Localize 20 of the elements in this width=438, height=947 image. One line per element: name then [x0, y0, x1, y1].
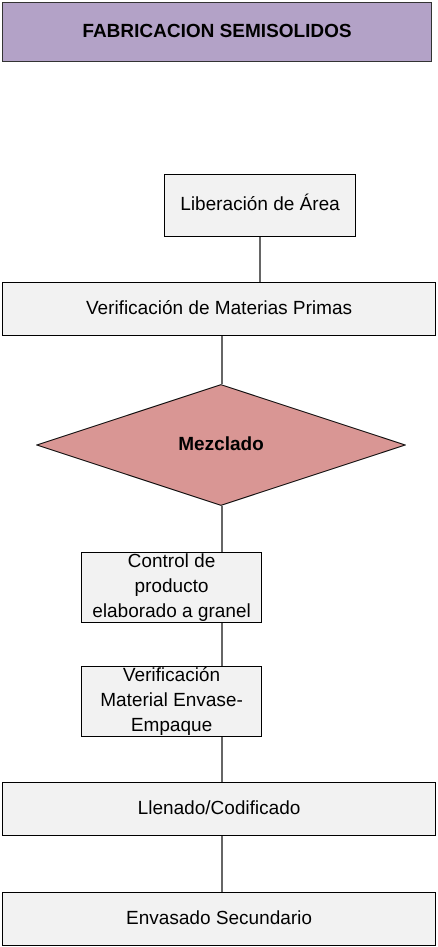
title-box	[2, 2, 432, 62]
connector-line	[221, 336, 223, 384]
connector-line	[221, 506, 223, 552]
connector-line	[221, 836, 223, 892]
process-box	[2, 892, 436, 946]
title-text: FABRICACION SEMISOLIDOS	[82, 20, 352, 44]
step-label: Verificación Material Envase-Empaque	[99, 664, 244, 738]
connector-line	[221, 737, 223, 782]
process-box	[2, 782, 436, 836]
step-label: Mezclado	[178, 432, 264, 457]
step-label: Verificación de Materias Primas	[84, 296, 354, 321]
step-label: Liberación de Área	[179, 193, 341, 218]
connector-line	[221, 623, 223, 666]
step-label: Llenado/Codificado	[136, 796, 302, 821]
process-box	[164, 174, 356, 237]
step-label: Control de producto elaborado a granel	[91, 550, 252, 624]
process-box	[2, 282, 436, 336]
step-label: Envasado Secundario	[125, 906, 313, 931]
connector-line	[259, 237, 261, 282]
process-box	[81, 666, 262, 737]
